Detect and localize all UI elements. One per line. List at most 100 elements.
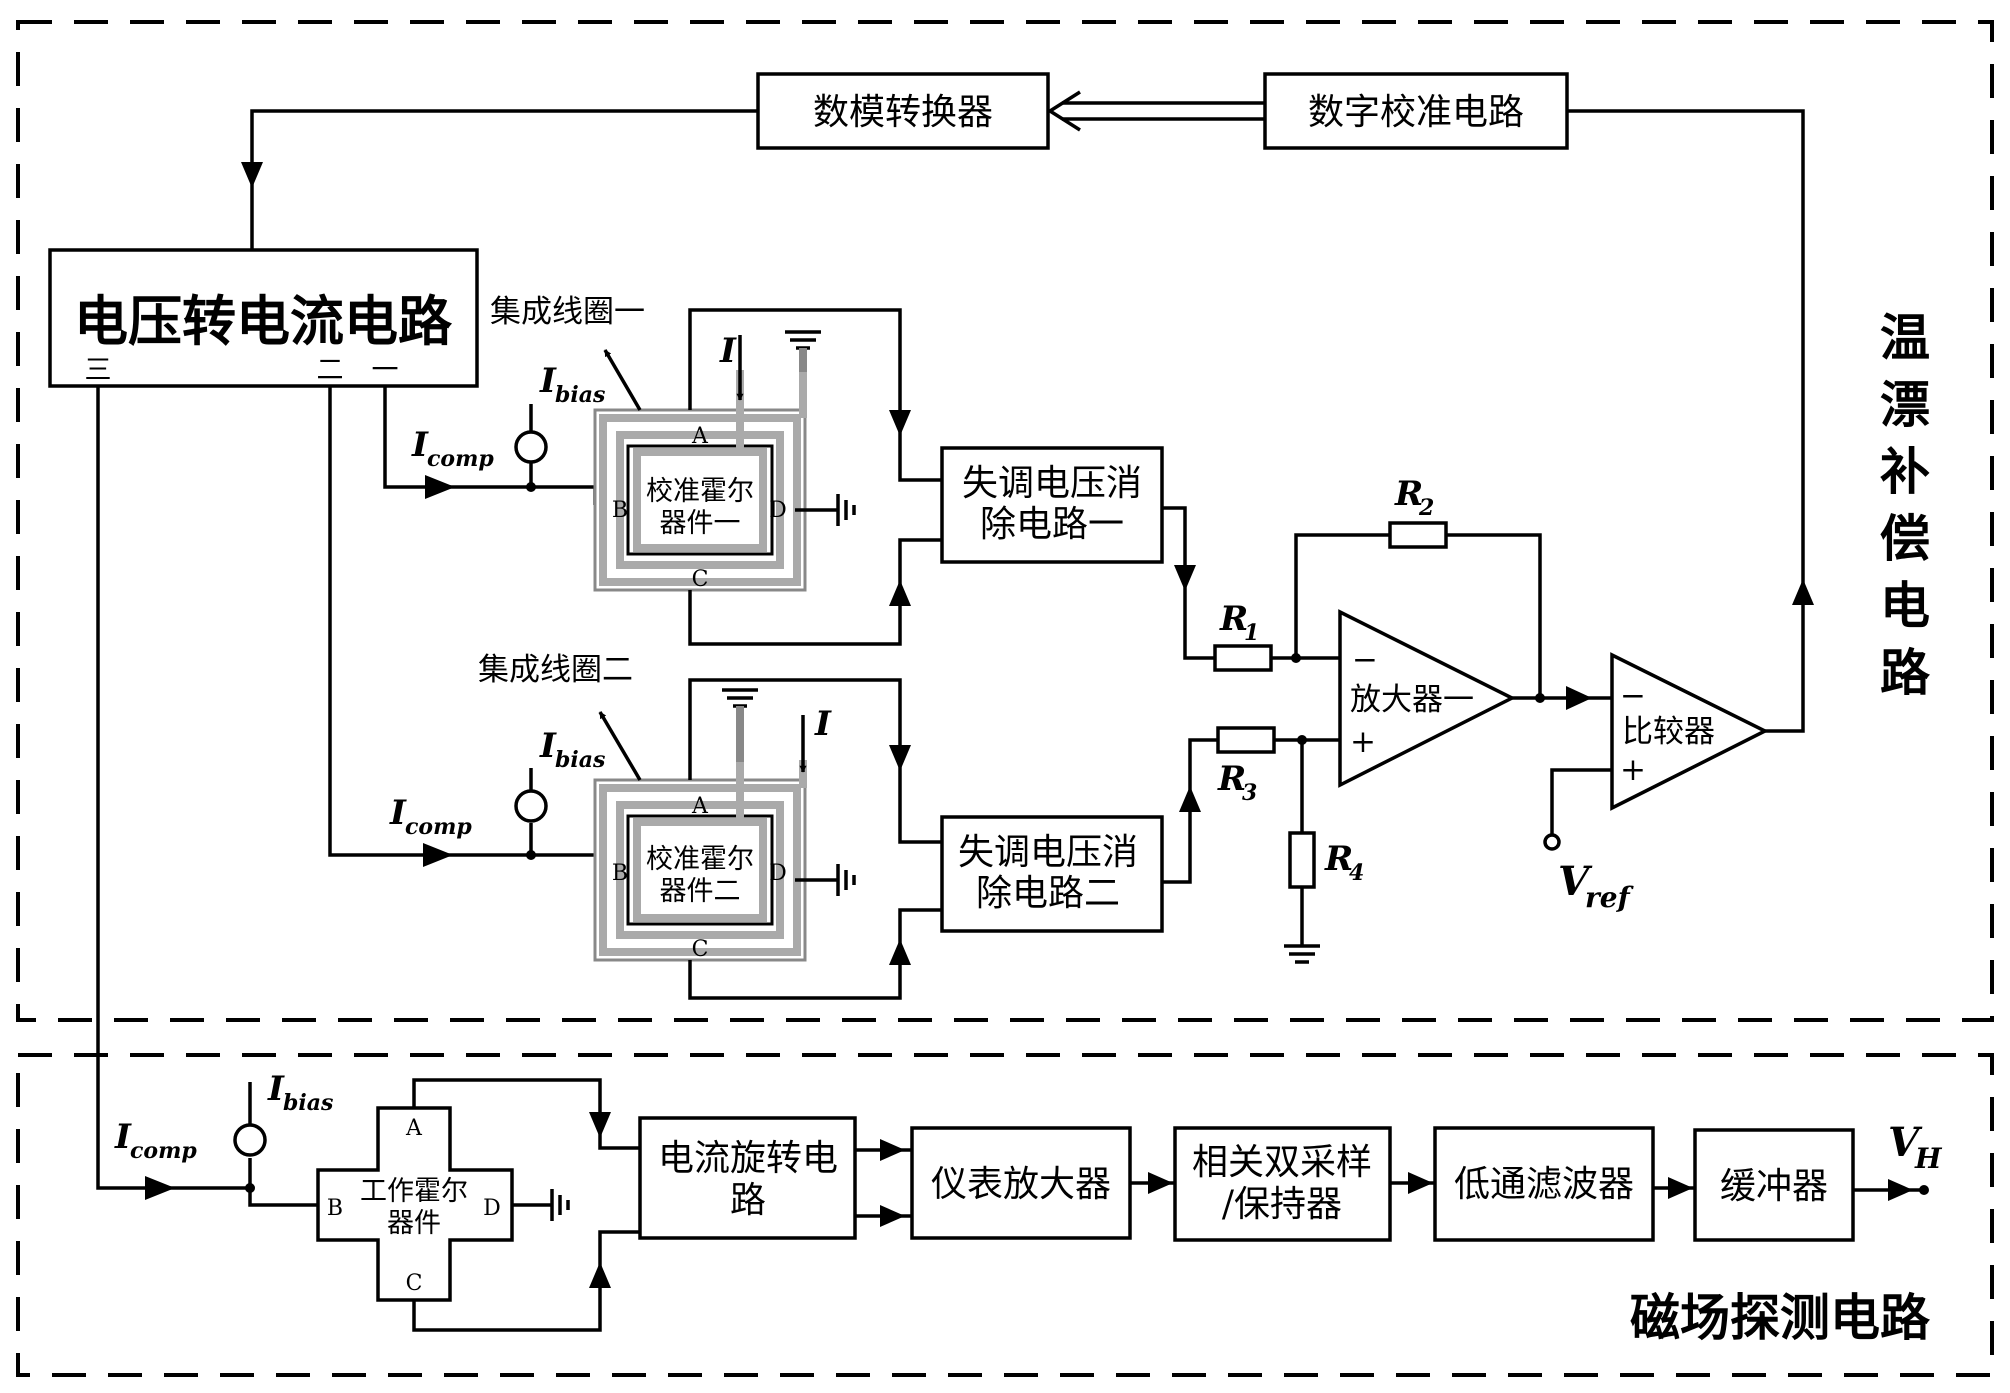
temp-drift-region bbox=[16, 20, 1994, 1022]
work-hall-a-arrow bbox=[589, 1112, 611, 1138]
r4-resistor bbox=[1288, 831, 1316, 889]
r3-label: R 3 bbox=[1217, 759, 1257, 806]
cal-hall-2-pin-b: B bbox=[612, 861, 628, 886]
vref-wire bbox=[1550, 768, 1612, 840]
coil-1-gnd-icon bbox=[785, 330, 821, 372]
cal-hall-1-bias-source bbox=[514, 430, 548, 464]
offset-1-label-line1: 失调电压消 bbox=[962, 463, 1142, 504]
cds-label-line2: /保持器 bbox=[1222, 1184, 1342, 1225]
r4-R: R bbox=[1324, 839, 1353, 879]
magnetic-detect-region bbox=[16, 1053, 1994, 1377]
icomp3-arrow bbox=[145, 1176, 175, 1200]
icomp-1-label: I comp bbox=[411, 425, 494, 472]
ibias-3-label: I bias bbox=[267, 1069, 333, 1116]
cal-hall-2-coil-mid bbox=[616, 801, 784, 939]
offset-2-out-arrow bbox=[1179, 786, 1201, 812]
temp-drift-label: 温 漂 补 偿 电 路 bbox=[1880, 308, 1931, 702]
spin-to-inst-arrow-2 bbox=[880, 1205, 905, 1227]
v2i-label: 电压转电流电路 bbox=[74, 289, 453, 353]
magnetic-detect-label: 磁场探测电路 bbox=[1630, 1288, 1931, 1347]
icomp-1-sub: comp bbox=[427, 446, 494, 472]
r4-gnd-icon bbox=[1284, 944, 1320, 964]
cal-hall-1-pin-b: B bbox=[612, 498, 628, 523]
cal-hall-2-c-arrow bbox=[889, 939, 911, 965]
r1-resistor bbox=[1213, 644, 1273, 672]
temp-drift-char-5: 电 bbox=[1880, 576, 1930, 635]
coil-2-label: 集成线圈二 bbox=[478, 652, 633, 688]
ibias-1-label: I bias bbox=[539, 361, 605, 408]
icomp-3-I: I bbox=[114, 1117, 132, 1157]
coil-2-current-label: I bbox=[814, 704, 832, 744]
temp-drift-char-4: 偿 bbox=[1880, 509, 1930, 568]
cal-hall-1-a-wire bbox=[688, 308, 942, 482]
cal-hall-2: A B C D 校准霍尔 器件二 bbox=[514, 760, 807, 962]
work-hall-c-wire bbox=[412, 1230, 640, 1332]
amp1-plus: + bbox=[1350, 724, 1376, 760]
cal-hall-2-bias-source bbox=[514, 789, 548, 823]
dac-to-v2i-wire bbox=[250, 109, 758, 250]
offset-1-out-arrow bbox=[1174, 565, 1196, 591]
cal-hall-1-coil-inner bbox=[633, 448, 767, 552]
coil-1-current-label: I bbox=[719, 331, 737, 371]
work-hall-pin-d: D bbox=[483, 1196, 501, 1221]
inst-to-cds-arrow bbox=[1148, 1172, 1173, 1194]
digital-cal-box bbox=[1263, 72, 1569, 150]
work-hall-c-arrow bbox=[589, 1262, 611, 1288]
icomp-2-I: I bbox=[389, 793, 407, 833]
dac-to-v2i-arrow bbox=[241, 162, 263, 188]
cal-hall-1-c-wire bbox=[688, 538, 942, 646]
cal-hall-1-a-arrow bbox=[889, 410, 911, 436]
amp1-triangle bbox=[1338, 609, 1516, 788]
icomp-2-sub: comp bbox=[405, 814, 472, 840]
icomp-3-label: I comp bbox=[114, 1117, 197, 1164]
comp-to-cal-arrow bbox=[1792, 579, 1814, 605]
cal-hall-2-c-wire bbox=[688, 908, 942, 1000]
r2-R: R bbox=[1394, 474, 1423, 514]
cal-hall-2-gnd-icon bbox=[836, 864, 856, 896]
v2i-out3-wire bbox=[96, 386, 250, 1190]
cal-hall-1-gnd-icon bbox=[836, 494, 856, 526]
r2-to-out-wire bbox=[1446, 533, 1542, 698]
offset-2-box bbox=[940, 815, 1164, 933]
vh-label: V H bbox=[1888, 1119, 1943, 1175]
current-spin-label-line2: 路 bbox=[730, 1180, 766, 1221]
digital-cal-label: 数字校准电路 bbox=[1308, 92, 1524, 133]
cal-hall-1-label-line2: 器件一 bbox=[660, 508, 741, 539]
v2i-output-2-label: 二 bbox=[317, 355, 344, 386]
amp1-out-node bbox=[1535, 693, 1545, 703]
work-hall-pin-b: B bbox=[327, 1196, 343, 1221]
dac-label: 数模转换器 bbox=[813, 92, 993, 133]
cal-hall-2-a-arrow bbox=[889, 745, 911, 771]
work-hall: A B C D 工作霍尔 器件 bbox=[233, 1082, 514, 1302]
lpf-to-buffer-arrow bbox=[1668, 1177, 1693, 1199]
r4-label: R 4 bbox=[1324, 839, 1364, 886]
cal-hall-1-pin-c: C bbox=[692, 567, 709, 592]
amp1-label: 放大器一 bbox=[1350, 682, 1474, 718]
work-hall-a-wire bbox=[412, 1078, 640, 1150]
v2i-output-3-label: 三 bbox=[85, 355, 112, 386]
coil-1-label: 集成线圈一 bbox=[490, 294, 645, 330]
current-spin-box bbox=[638, 1116, 857, 1240]
v2i-out1-wire bbox=[383, 386, 531, 489]
work-hall-node bbox=[245, 1183, 255, 1193]
icomp-1-I: I bbox=[411, 425, 429, 465]
cal-hall-1-pin-d: D bbox=[769, 498, 787, 523]
icomp1-arrow bbox=[425, 475, 455, 499]
cal-hall-1-pin-a: A bbox=[691, 424, 709, 449]
work-hall-label-line2: 器件 bbox=[387, 1208, 441, 1239]
r2-sub: 2 bbox=[1418, 495, 1434, 521]
lpf-label: 低通滤波器 bbox=[1454, 1164, 1634, 1205]
cds-label-line1: 相关双采样 bbox=[1192, 1142, 1372, 1183]
buffer-out-arrow bbox=[1888, 1179, 1913, 1201]
r2-feedback-wire bbox=[1294, 533, 1390, 658]
ibias-2-sub: bias bbox=[555, 747, 605, 773]
offset-1-out-wire bbox=[1162, 506, 1215, 660]
work-hall-pin-c: C bbox=[406, 1271, 423, 1296]
buffer-box bbox=[1693, 1128, 1855, 1242]
icomp2-arrow bbox=[423, 843, 453, 867]
temp-drift-char-2: 漂 bbox=[1880, 375, 1930, 434]
vref-sub: ref bbox=[1585, 881, 1635, 914]
coil-1-pointer bbox=[603, 349, 642, 411]
cal-hall-2-coil-inner bbox=[633, 818, 767, 922]
